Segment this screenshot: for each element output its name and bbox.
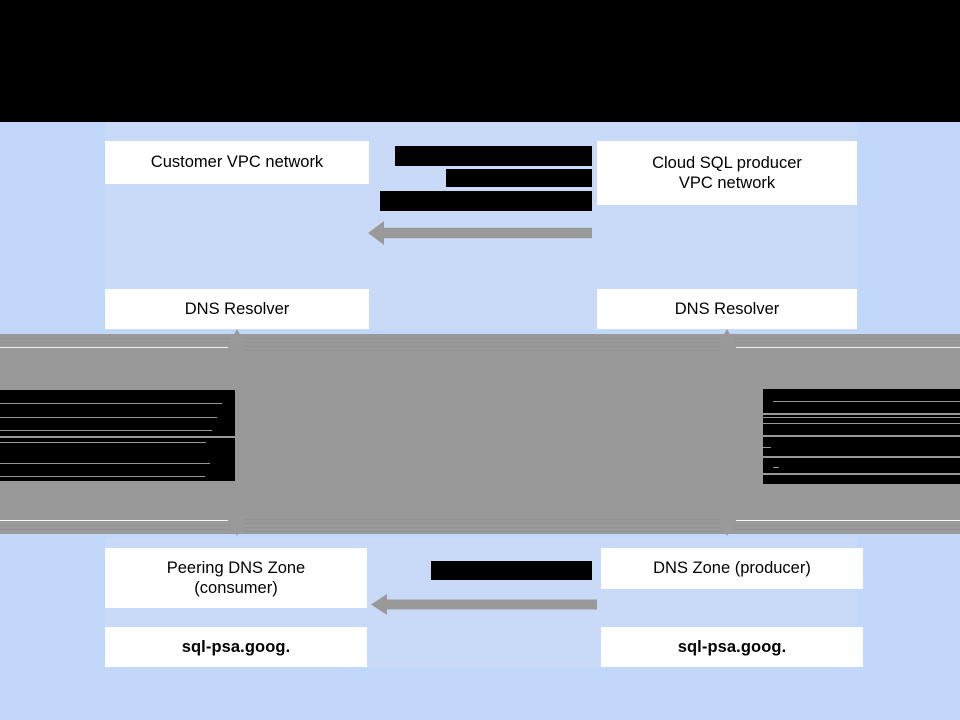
band-hairline bbox=[244, 531, 720, 532]
dns-resolver-box-consumer: DNS Resolver bbox=[105, 289, 369, 329]
band-hairline bbox=[0, 529, 230, 530]
band-hairline bbox=[0, 525, 230, 526]
resolver-up-arrow-left bbox=[230, 329, 244, 341]
customer-vpc-network-label: Customer VPC network bbox=[150, 153, 324, 172]
redaction-bar-middle-2 bbox=[446, 169, 592, 187]
band-hairline bbox=[734, 338, 960, 339]
band-hairline bbox=[0, 342, 230, 343]
band-hairline bbox=[734, 525, 960, 526]
band-hairline bbox=[244, 346, 720, 347]
producer-dns-zone-box: DNS Zone (producer) bbox=[601, 548, 863, 589]
band-hairline bbox=[0, 520, 228, 521]
redaction-bar-bottom-middle bbox=[431, 561, 592, 580]
band-hairline bbox=[734, 529, 960, 530]
dns-resolver-label-consumer: DNS Resolver bbox=[184, 299, 290, 318]
redaction-block-band-right bbox=[763, 389, 960, 484]
band-hairline bbox=[736, 347, 960, 348]
zone-down-arrow-right bbox=[720, 524, 734, 536]
consumer-zone-name-box: sql-psa.goog. bbox=[105, 627, 367, 667]
redaction-bar-middle-3 bbox=[380, 191, 592, 211]
cloud-sql-producer-vpc-label-line2: VPC network bbox=[678, 174, 776, 192]
cloud-sql-producer-vpc-label-line1: Cloud SQL producer bbox=[652, 153, 802, 172]
peering-dns-zone-box: Peering DNS Zone (consumer) bbox=[105, 548, 367, 608]
dns-resolver-label-producer: DNS Resolver bbox=[674, 299, 780, 318]
peering-dns-zone-label-line1: Peering DNS Zone bbox=[166, 558, 306, 577]
band-hairline bbox=[734, 342, 960, 343]
band-hairline bbox=[244, 527, 720, 528]
cloud-sql-producer-vpc-network-box: Cloud SQL producer VPC network bbox=[597, 141, 857, 205]
top-redaction-band bbox=[0, 0, 960, 122]
redaction-block-band-left bbox=[0, 390, 235, 481]
band-hairline bbox=[244, 342, 720, 343]
band-hairline bbox=[244, 338, 720, 339]
resolver-up-arrow-right bbox=[720, 329, 734, 341]
band-hairline bbox=[736, 520, 960, 521]
producer-zone-name: sql-psa.goog. bbox=[677, 637, 787, 656]
customer-vpc-network-box: Customer VPC network bbox=[105, 141, 369, 184]
peering-dns-zone-label-line2: (consumer) bbox=[194, 579, 278, 597]
band-hairline bbox=[244, 523, 720, 524]
consumer-zone-name: sql-psa.goog. bbox=[181, 637, 291, 656]
dns-resolver-box-producer: DNS Resolver bbox=[597, 289, 857, 329]
producer-zone-name-box: sql-psa.goog. bbox=[601, 627, 863, 667]
band-hairline bbox=[0, 338, 230, 339]
band-hairline bbox=[244, 519, 720, 520]
band-hairline bbox=[244, 350, 720, 351]
zone-down-arrow-left bbox=[230, 524, 244, 536]
redaction-bar-middle-1 bbox=[395, 146, 592, 166]
band-hairline bbox=[0, 347, 228, 348]
producer-dns-zone-label: DNS Zone (producer) bbox=[653, 559, 811, 578]
